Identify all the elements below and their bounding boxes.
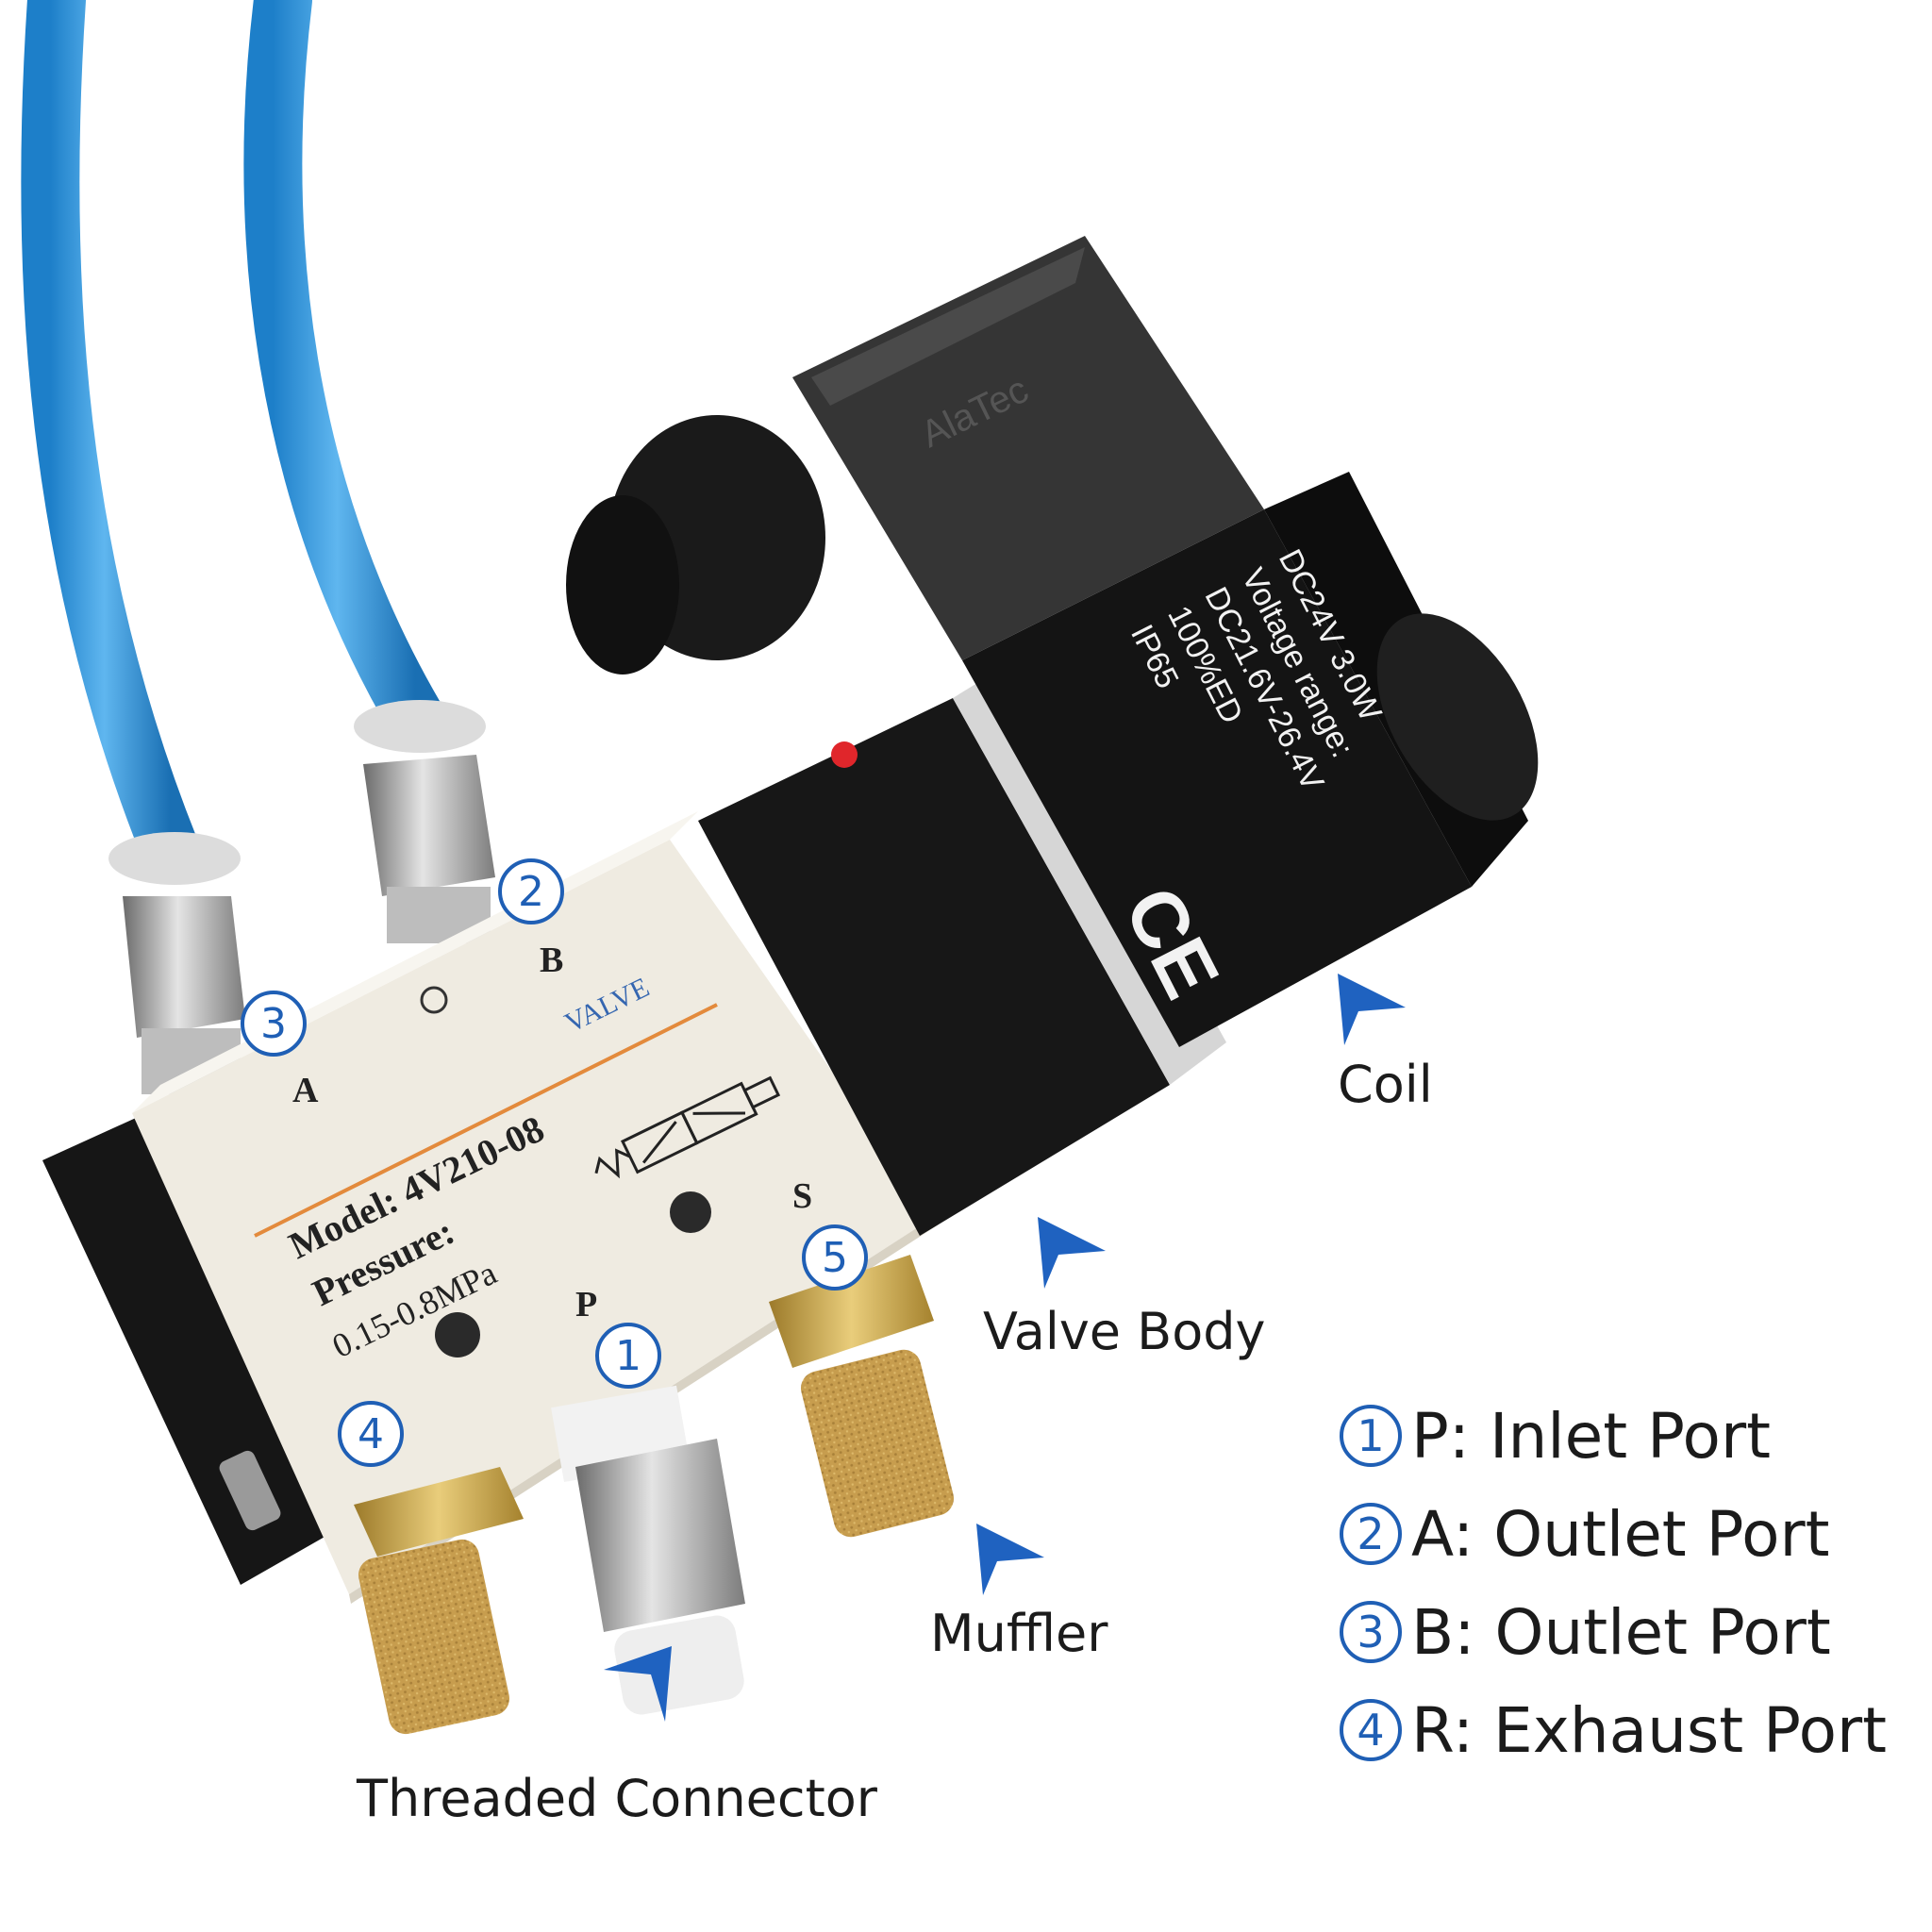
- push-fitting-a: [108, 832, 245, 1094]
- muffler-s: [769, 1255, 955, 1538]
- connector-cap: [566, 236, 1264, 675]
- legend-number-badge: 2: [1340, 1503, 1402, 1565]
- manual-override-button: [831, 741, 858, 768]
- callout-muffler: Muffler: [930, 1604, 1108, 1663]
- blue-tube-left: [21, 0, 199, 878]
- coil-arrow-icon: [1338, 974, 1406, 1045]
- mounting-hole-left: [435, 1312, 480, 1357]
- threaded-connector-arrow-icon: [604, 1646, 672, 1722]
- callout-valve-body: Valve Body: [983, 1302, 1266, 1361]
- legend-number-badge: 3: [1340, 1601, 1402, 1663]
- orange-rule-line: [254, 1003, 718, 1238]
- port-badge-1-text: 1: [615, 1332, 641, 1380]
- push-fitting-b: [354, 700, 495, 943]
- coil-block: [962, 472, 1539, 1047]
- legend-number-badge: 1: [1340, 1405, 1402, 1467]
- legend-number-badge: 4: [1340, 1699, 1402, 1761]
- valve-body-arrow-icon: [1038, 1217, 1106, 1289]
- callout-coil: Coil: [1338, 1055, 1433, 1114]
- port-letter-a: A: [292, 1071, 319, 1110]
- callout-threaded-connector: Threaded Connector: [357, 1769, 877, 1828]
- legend-text: P: Inlet Port: [1411, 1399, 1771, 1473]
- legend-row: 4 R: Exhaust Port: [1340, 1681, 1906, 1779]
- port-badge-5-text: 5: [822, 1234, 848, 1282]
- port-letter-s: S: [792, 1176, 812, 1216]
- indicator-hole: [420, 986, 448, 1014]
- blue-tube-right: [243, 0, 444, 746]
- port-legend: 1 P: Inlet Port 2 A: Outlet Port 3 B: Ou…: [1340, 1387, 1906, 1779]
- legend-text: A: Outlet Port: [1411, 1497, 1830, 1571]
- port-badge-4: 4: [338, 1401, 404, 1467]
- mounting-hole-right: [670, 1191, 711, 1233]
- port-badge-1: 1: [595, 1323, 661, 1389]
- port-badge-3-text: 3: [260, 1000, 287, 1048]
- legend-row: 2 A: Outlet Port: [1340, 1485, 1906, 1583]
- valve-symbol-icon: [594, 1075, 781, 1179]
- legend-row: 3 B: Outlet Port: [1340, 1583, 1906, 1681]
- port-letter-b: B: [540, 941, 563, 980]
- port-letter-p: P: [575, 1285, 597, 1324]
- port-badge-5: 5: [802, 1224, 868, 1291]
- threaded-connector: [551, 1385, 745, 1715]
- port-badge-3: 3: [241, 991, 307, 1057]
- port-badge-4-text: 4: [358, 1410, 384, 1458]
- port-badge-2: 2: [498, 858, 564, 924]
- coil-nut: [1376, 613, 1539, 821]
- muffler-arrow-icon: [976, 1524, 1044, 1595]
- gland-nut: [566, 495, 679, 675]
- legend-row: 1 P: Inlet Port: [1340, 1387, 1906, 1485]
- valve-end-cap: [42, 1113, 340, 1585]
- port-badge-2-text: 2: [518, 868, 544, 916]
- legend-text: R: Exhaust Port: [1411, 1693, 1887, 1767]
- muffler-r: [354, 1467, 524, 1735]
- legend-text: B: Outlet Port: [1411, 1595, 1831, 1669]
